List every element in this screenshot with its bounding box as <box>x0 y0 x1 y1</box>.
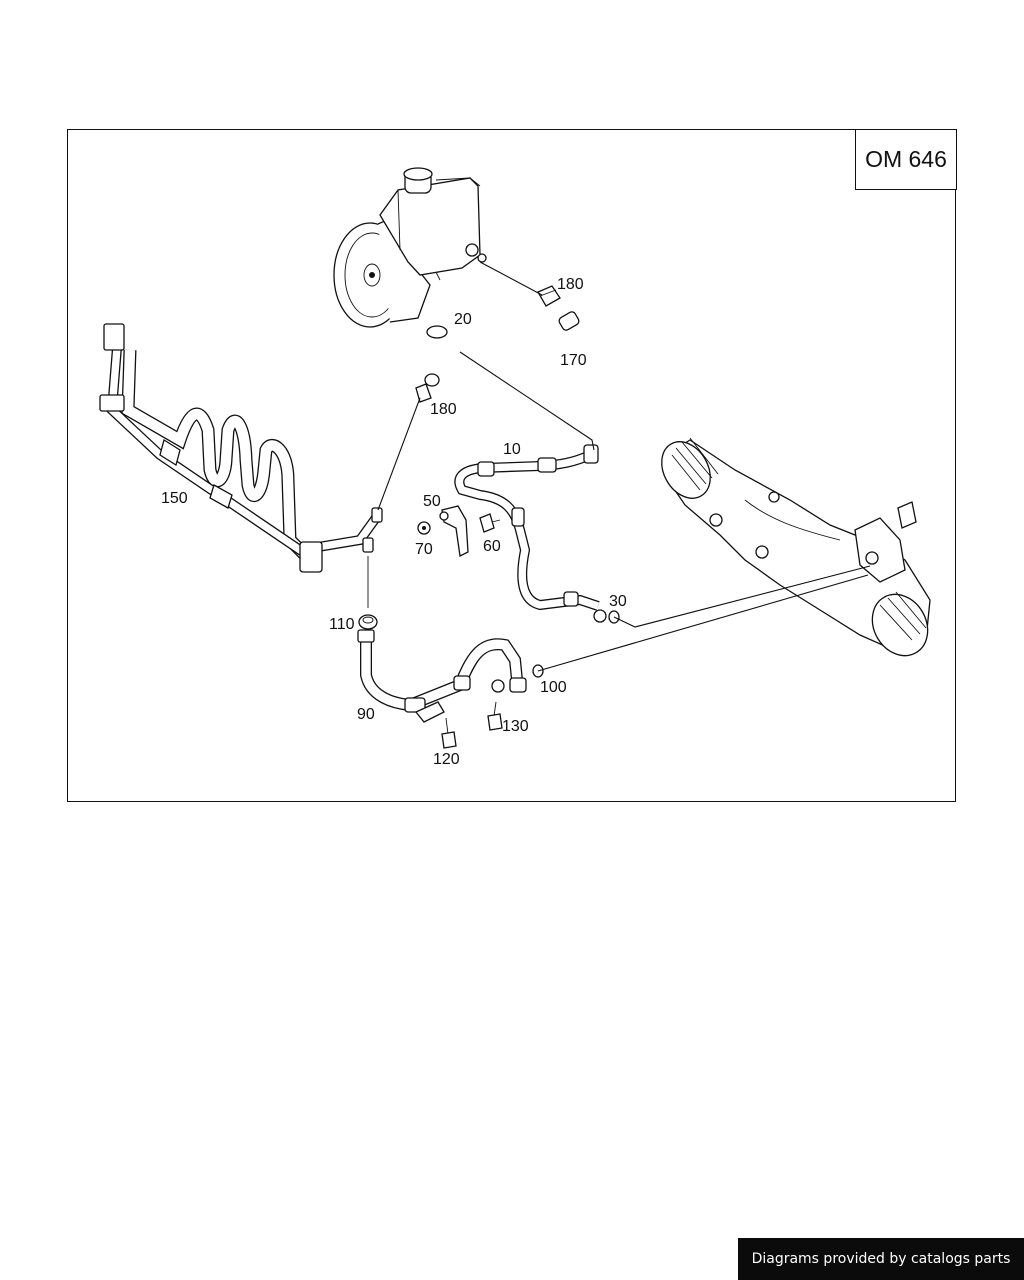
bolt-130[interactable] <box>487 701 503 731</box>
footer-credit: Diagrams provided by catalogs parts <box>738 1238 1024 1280</box>
leader-lines <box>377 261 871 672</box>
callout-50: 50 <box>423 493 441 510</box>
hose-clamp-180-lower[interactable] <box>415 383 432 403</box>
o-ring-20[interactable] <box>426 325 448 339</box>
callout-170: 170 <box>560 352 587 369</box>
fluid-reservoir[interactable] <box>379 167 487 276</box>
callout-labels: 180 20 170 180 10 150 50 60 70 30 110 10… <box>161 276 627 768</box>
callout-180-lower: 180 <box>430 401 457 418</box>
callout-20: 20 <box>454 311 472 328</box>
callout-60: 60 <box>483 538 501 555</box>
bracket-50[interactable] <box>439 505 469 557</box>
callout-130: 130 <box>502 718 529 735</box>
pressure-line-10[interactable] <box>454 444 607 623</box>
return-hose-170[interactable] <box>424 310 580 387</box>
hose-clamp-180-upper[interactable] <box>537 285 561 307</box>
callout-150: 150 <box>161 490 188 507</box>
hose-clamp-110[interactable] <box>358 556 378 630</box>
washer-70[interactable] <box>417 521 431 535</box>
diagram-frame <box>67 129 956 802</box>
callout-90: 90 <box>357 706 375 723</box>
oil-cooler-150[interactable] <box>99 323 383 573</box>
callout-120: 120 <box>433 751 460 768</box>
callout-70: 70 <box>415 541 433 558</box>
return-line-90[interactable] <box>357 629 527 723</box>
callout-180-upper: 180 <box>557 276 584 293</box>
callout-10: 10 <box>503 441 521 458</box>
steering-gear[interactable] <box>652 433 939 666</box>
callout-110: 110 <box>329 616 355 633</box>
bolt-120[interactable] <box>441 717 457 749</box>
engine-code-label: OM 646 <box>855 129 957 190</box>
bolt-60[interactable] <box>479 513 501 533</box>
callout-100: 100 <box>540 679 567 696</box>
callout-30: 30 <box>609 593 627 610</box>
